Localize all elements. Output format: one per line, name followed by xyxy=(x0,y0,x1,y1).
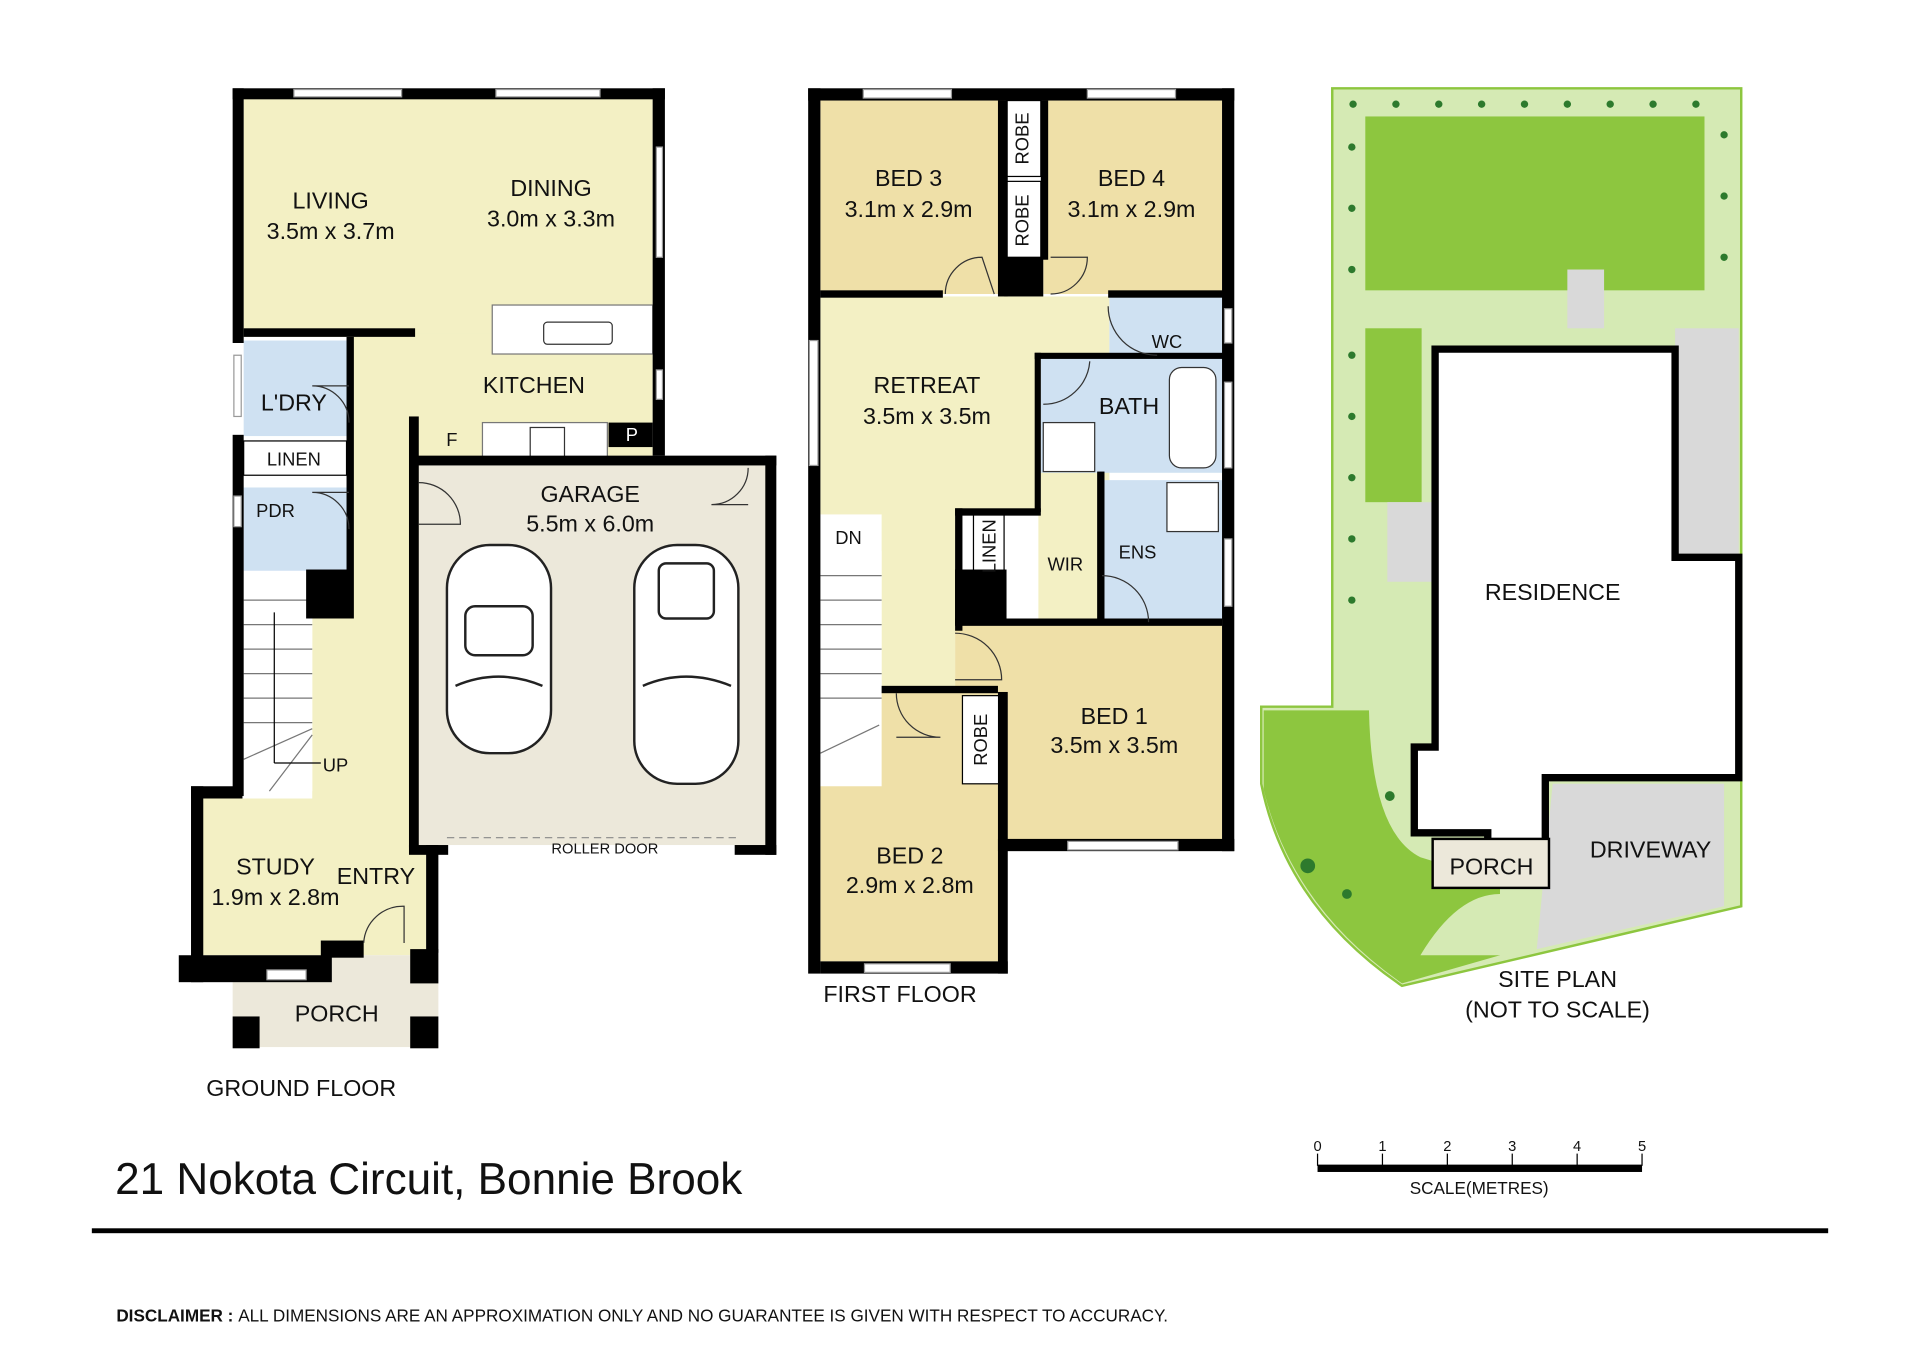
ens-label: ENS xyxy=(1119,542,1157,563)
hedge-icons xyxy=(1300,100,1728,899)
wir-label: WIR xyxy=(1047,554,1083,575)
first-floor-windows xyxy=(808,88,1233,973)
ground-floor-windows xyxy=(233,88,664,981)
robe-label: ROBE xyxy=(970,714,991,766)
ground-floor-label: GROUND FLOOR xyxy=(206,1075,396,1101)
study-label: STUDY xyxy=(236,853,315,879)
disclaimer-text: ALL DIMENSIONS ARE AN APPROXIMATION ONLY… xyxy=(238,1305,1168,1325)
bed3-area xyxy=(820,100,1005,295)
kitchen-label: KITCHEN xyxy=(483,372,585,398)
garage-size: 5.5m x 6.0m xyxy=(526,511,654,537)
sink-icon xyxy=(543,321,613,345)
bed3-label: BED 3 xyxy=(875,165,942,191)
pdr-label: PDR xyxy=(256,500,295,521)
ens-shower-icon xyxy=(1166,481,1219,533)
bath-label: BATH xyxy=(1099,393,1159,419)
first-floor-label: FIRST FLOOR xyxy=(823,981,976,1007)
wc-label: WC xyxy=(1152,331,1183,352)
rear-lawn xyxy=(1365,116,1705,291)
site-porch-label: PORCH xyxy=(1449,853,1533,879)
ground-floor-plan: LIVING 3.5m x 3.7m DINING 3.0m x 3.3m KI… xyxy=(178,88,777,1101)
bed1-size: 3.5m x 3.5m xyxy=(1050,732,1178,758)
wir-area xyxy=(1038,507,1100,620)
property-address: 21 Nokota Circuit, Bonnie Brook xyxy=(115,1155,743,1204)
stairs xyxy=(820,551,882,787)
bed4-area xyxy=(1043,100,1223,295)
roller-door-label: ROLLER DOOR xyxy=(551,842,658,858)
stairs-dn-label: DN xyxy=(835,527,862,548)
car-icon xyxy=(445,543,553,755)
retreat-label: RETREAT xyxy=(874,372,981,398)
stairs-up-label: UP xyxy=(323,755,349,776)
scale-tick: 3 xyxy=(1508,1139,1516,1155)
bed1-label: BED 1 xyxy=(1081,703,1148,729)
fridge-label: F xyxy=(446,429,457,450)
ground-floor-doors xyxy=(312,385,749,944)
bed2-label: BED 2 xyxy=(876,842,943,868)
study-size: 1.9m x 2.8m xyxy=(212,884,340,910)
stair-hall-area xyxy=(312,618,362,803)
landing-area xyxy=(881,511,956,696)
residence-label: RESIDENCE xyxy=(1485,579,1621,605)
scale-label: SCALE(METRES) xyxy=(1410,1178,1549,1198)
ground-floor-walls xyxy=(178,88,777,1049)
scale-tick: 5 xyxy=(1638,1139,1646,1155)
bed4-label: BED 4 xyxy=(1098,165,1165,191)
entry-label: ENTRY xyxy=(337,863,415,889)
site-plan: RESIDENCE PORCH DRIVEWAY SITE PLAN (NOT … xyxy=(1260,87,1743,1023)
retreat-size: 3.5m x 3.5m xyxy=(863,403,991,429)
stair-treads xyxy=(243,599,321,792)
scale-tick: 1 xyxy=(1378,1139,1386,1155)
linen-label: LINEN xyxy=(979,519,1000,573)
porch-footprint xyxy=(1431,837,1551,890)
dining-size: 3.0m x 3.3m xyxy=(487,206,615,232)
side-path xyxy=(1675,328,1739,555)
robe-bed4 xyxy=(1005,180,1042,258)
pdr-area xyxy=(243,487,349,571)
robe-label: ROBE xyxy=(1012,195,1033,247)
site-plan-note: (NOT TO SCALE) xyxy=(1465,997,1650,1023)
side-lawn xyxy=(1365,328,1422,503)
scale-bar: 0 1 2 3 4 5 SCALE(METRES) xyxy=(1313,1139,1646,1198)
pantry-label: P xyxy=(626,424,638,445)
first-floor-plan: BED 3 3.1m x 2.9m BED 4 3.1m x 2.9m ROBE… xyxy=(808,88,1235,1007)
divider xyxy=(91,1228,1829,1234)
front-garden xyxy=(1263,710,1500,984)
dining-label: DINING xyxy=(510,175,591,201)
robe-label: ROBE xyxy=(1012,112,1033,164)
disclaimer: DISCLAIMER :ALL DIMENSIONS ARE AN APPROX… xyxy=(116,1305,1168,1325)
scale-tick: 0 xyxy=(1313,1139,1321,1155)
bathtub-icon xyxy=(1168,366,1217,469)
bed3-size: 3.1m x 2.9m xyxy=(845,196,973,222)
side-path xyxy=(1387,502,1433,582)
garage-label: GARAGE xyxy=(540,481,639,507)
study-area xyxy=(202,798,427,956)
living-dining-area xyxy=(243,98,653,337)
driveway-area xyxy=(1536,783,1725,950)
path xyxy=(1567,269,1605,329)
bed2-size: 2.9m x 2.8m xyxy=(846,872,974,898)
car-icon xyxy=(633,543,740,786)
stairs xyxy=(243,575,313,792)
scale-tick: 2 xyxy=(1443,1139,1451,1155)
living-size: 3.5m x 3.7m xyxy=(267,218,395,244)
porch-label: PORCH xyxy=(295,1000,379,1026)
disclaimer-label: DISCLAIMER : xyxy=(116,1305,233,1325)
linen-label: LINEN xyxy=(267,448,321,469)
laundry-area xyxy=(243,340,349,437)
cooktop-icon xyxy=(529,426,566,458)
living-label: LIVING xyxy=(292,187,368,213)
shower-icon xyxy=(1042,421,1096,473)
bed4-size: 3.1m x 2.9m xyxy=(1067,196,1195,222)
first-floor-doors xyxy=(895,256,1158,738)
lawn-curve xyxy=(1420,894,1500,956)
site-plan-label: SITE PLAN xyxy=(1498,966,1617,992)
laundry-label: L'DRY xyxy=(261,389,327,415)
robe-bed2 xyxy=(961,695,1000,785)
stair-treads xyxy=(820,575,882,754)
driveway-label: DRIVEWAY xyxy=(1590,836,1711,862)
scale-tick: 4 xyxy=(1573,1139,1581,1155)
